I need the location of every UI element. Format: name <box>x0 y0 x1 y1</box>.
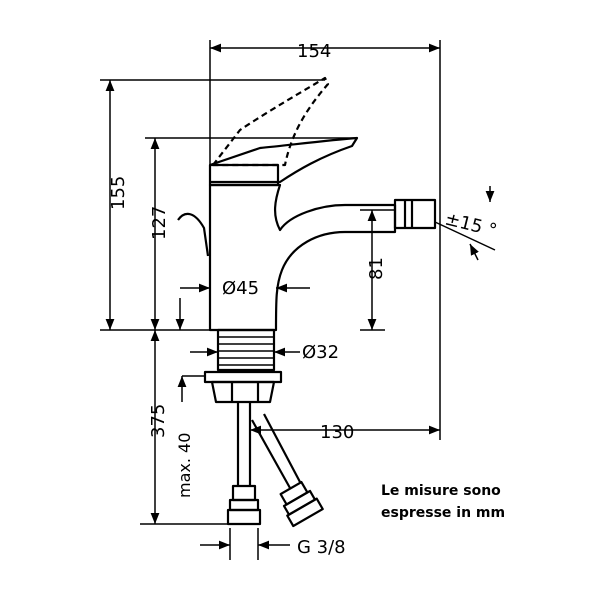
dimension-lines <box>100 40 496 560</box>
hose-fitting-left <box>231 484 257 502</box>
threaded-shank <box>216 328 276 372</box>
lever-open-dashed <box>211 76 330 167</box>
dim-swivel-angle: ±15 ° <box>443 208 499 241</box>
spout-aerator <box>393 198 437 230</box>
dim-spout-height: 81 <box>366 257 387 280</box>
dim-body-height: 127 <box>149 206 170 240</box>
dim-connection-thread: G 3/8 <box>297 537 346 558</box>
faucet-outline <box>177 76 437 528</box>
supply-hose-straight <box>236 402 252 486</box>
dim-below-counter: 375 <box>148 404 169 438</box>
dim-overall-width: 154 <box>297 41 331 62</box>
popup-rod <box>177 212 210 257</box>
dim-spout-reach: 130 <box>320 422 354 443</box>
mounting-nut <box>203 370 283 384</box>
dim-shank-diameter: Ø32 <box>302 342 339 363</box>
dim-overall-height: 155 <box>108 176 129 210</box>
units-note: Le misure sono espresse in mm <box>381 480 581 524</box>
units-note-line-1: Le misure sono <box>381 483 501 499</box>
dim-max-thickness: max. 40 <box>175 433 194 498</box>
lever-handle <box>209 136 359 184</box>
dim-base-diameter: Ø45 <box>222 278 259 299</box>
units-note-line-2: espresse in mm <box>381 505 506 521</box>
supply-hose-angled <box>251 413 301 489</box>
